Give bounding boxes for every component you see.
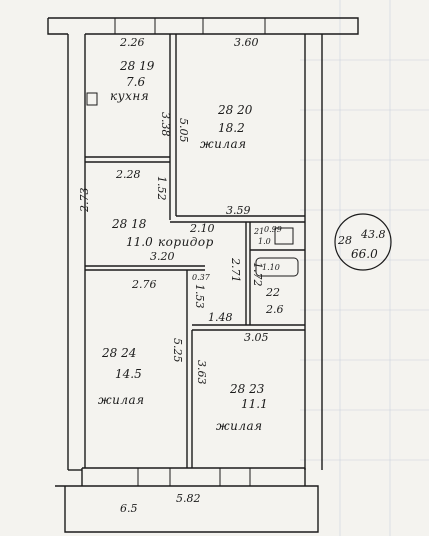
windows xyxy=(114,17,266,487)
bath-area: 2.6 xyxy=(265,303,284,316)
dim-room20-top: 3.60 xyxy=(234,36,259,49)
dim-wc-w: 0.37 xyxy=(192,273,211,282)
room20-area: 18.2 xyxy=(218,121,245,135)
kitchen-area: 7.6 xyxy=(126,75,145,89)
dim-bath-side: 2.71 xyxy=(229,257,242,283)
kitchen-name: кухня xyxy=(110,89,149,103)
total-circle xyxy=(334,213,392,271)
room24-name: жилая xyxy=(98,393,145,407)
dim-room20-left: 5.05 xyxy=(177,118,190,143)
dim-kitchen-top: 2.26 xyxy=(119,36,145,49)
wc-number: 21 xyxy=(253,227,264,236)
corridor-area: 11.0 xyxy=(126,235,153,249)
room24-number: 28 24 xyxy=(101,346,136,360)
toilet-icon xyxy=(274,227,294,245)
room20-number: 28 20 xyxy=(217,103,253,117)
dim-corridor-left: 2.73 xyxy=(78,188,91,214)
room23-number: 28 23 xyxy=(229,382,265,396)
dim-room23-top: 3.05 xyxy=(244,331,269,344)
total-area: 66.0 xyxy=(351,247,378,261)
dim-room24-right: 5.25 xyxy=(171,338,184,363)
wc-area: 1.0 xyxy=(258,237,271,246)
dim-balcony-area: 6.5 xyxy=(120,502,138,515)
total-number: 28 xyxy=(337,234,352,247)
bath-number: 22 xyxy=(265,286,280,299)
room23-name: жилая xyxy=(216,419,263,433)
kitchen-number: 28 19 xyxy=(119,59,155,73)
corridor-number: 28 18 xyxy=(111,217,147,231)
room20-name: жилая xyxy=(200,137,247,151)
bathtub-icon xyxy=(255,257,299,277)
room23-area: 11.1 xyxy=(241,397,268,411)
dim-room24-top: 2.76 xyxy=(131,278,157,291)
dim-room23-left: 3.63 xyxy=(195,360,208,385)
dim-corridor-vert: 1.52 xyxy=(155,176,168,201)
corridor-name: коридор xyxy=(158,235,214,249)
dim-corridor-bottom: 3.20 xyxy=(150,250,175,263)
dim-corridor-top: 2.10 xyxy=(189,222,215,235)
dim-wc-h: 1.10 xyxy=(262,263,280,272)
dim-hall-w: 1.48 xyxy=(208,311,233,324)
grid-paper xyxy=(300,0,429,536)
stove-icon xyxy=(86,92,98,106)
dim-balcony-len: 5.82 xyxy=(176,492,201,505)
dim-kitchen-right: 3.38 xyxy=(159,112,172,137)
dim-bath-h: 1.72 xyxy=(251,262,264,287)
total-top: 43.8 xyxy=(360,228,386,241)
dim-kitchen-bottom: 2.28 xyxy=(115,168,141,181)
room24-area: 14.5 xyxy=(115,367,142,381)
dim-room20-bottom: 3.59 xyxy=(226,204,251,217)
dim-hall-bottom: 1.53 xyxy=(193,284,206,309)
fixtures xyxy=(86,92,299,277)
dim-wc-top: 0.99 xyxy=(264,225,282,234)
